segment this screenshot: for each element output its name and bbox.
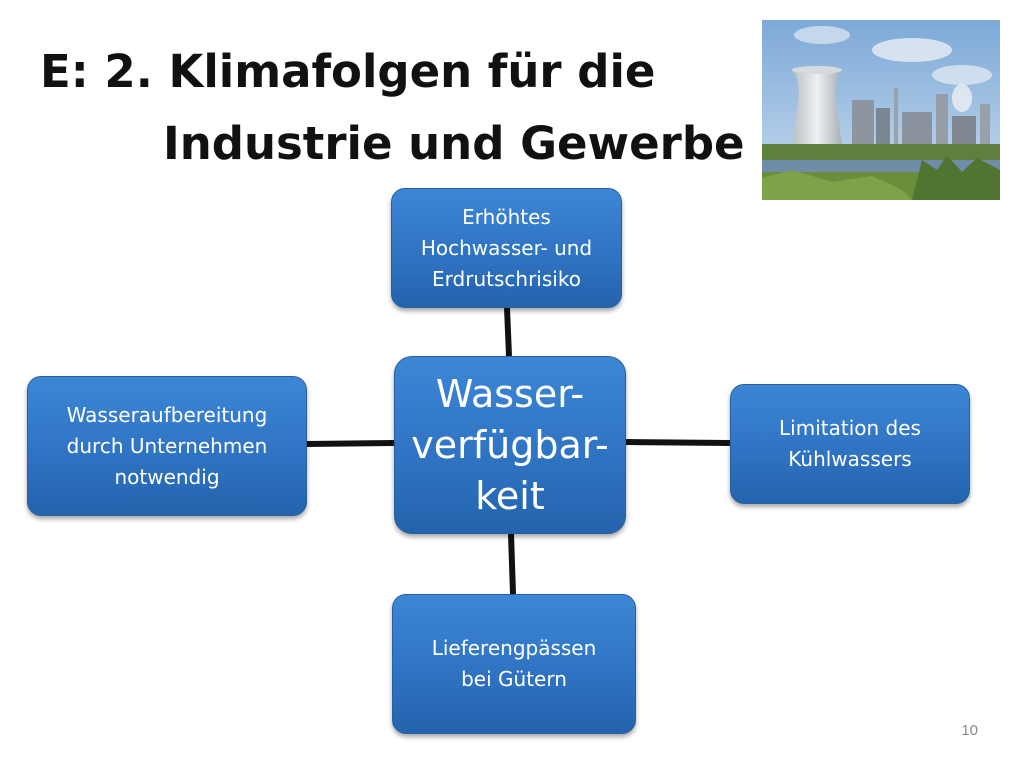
node-water-availability-line-2: verfügbar- <box>411 422 609 467</box>
node-water-availability-line-3: keit <box>475 473 545 518</box>
slide-title-line-2: Industrie und Gewerbe <box>163 117 745 170</box>
connector-bottom <box>508 533 516 595</box>
node-water-treatment-line-3: notwendig <box>114 464 220 489</box>
slide-title: E: 2. Klimafolgen für die Industrie und … <box>40 36 780 180</box>
power-plant-photo <box>762 20 1000 200</box>
node-cooling-water-limit-line-2: Kühlwassers <box>788 447 912 471</box>
node-water-availability-line-1: Wasser- <box>435 371 585 416</box>
node-flood-risk: Erhöhtes Hochwasser- und Erdrutschrisiko <box>391 188 622 308</box>
node-supply-shortage-line-1: Lieferengpässen <box>431 636 597 660</box>
node-supply-shortage-line-2: bei Gütern <box>461 667 567 691</box>
node-water-treatment: Wasseraufbereitung durch Unternehmen not… <box>27 376 307 516</box>
node-cooling-water-limit: Limitation des Kühlwassers <box>730 384 970 504</box>
node-water-treatment-line-2: durch Unternehmen <box>66 433 268 458</box>
connector-right <box>625 439 731 446</box>
page-number: 10 <box>961 722 978 739</box>
node-water-availability: Wasser- verfügbar- keit <box>394 356 626 534</box>
node-flood-risk-line-3: Erdrutschrisiko <box>432 266 581 291</box>
slide-title-line-1: E: 2. Klimafolgen für die <box>40 45 656 98</box>
node-flood-risk-line-1: Erhöhtes <box>462 204 551 229</box>
node-cooling-water-limit-line-1: Limitation des <box>779 416 921 440</box>
node-flood-risk-line-2: Hochwasser- und <box>420 235 593 260</box>
connector-top <box>504 307 512 357</box>
node-water-treatment-line-1: Wasseraufbereitung <box>66 402 268 427</box>
node-supply-shortage: Lieferengpässen bei Gütern <box>392 594 636 734</box>
connector-left <box>305 440 395 447</box>
